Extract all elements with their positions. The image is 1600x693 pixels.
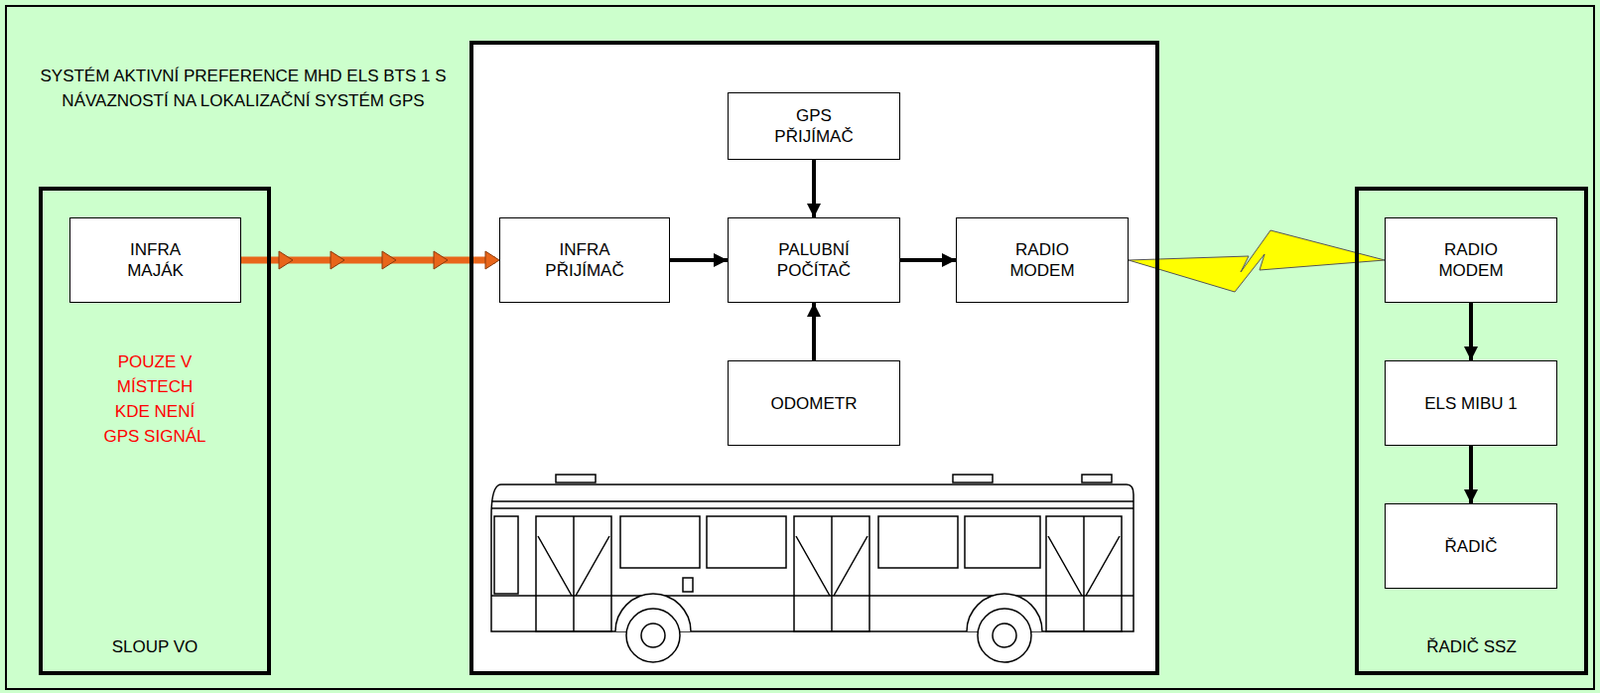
beam-chevron: [485, 251, 500, 269]
box-label: GPS PŘIJÍMAČ: [762, 105, 866, 147]
arrow-connector: [1468, 445, 1473, 504]
arrow-connector: [811, 302, 816, 361]
vehicle-panel-fill: [469, 40, 1160, 675]
connector-group: [813, 159, 815, 218]
computer-box: PALUBNÍ POČÍTAČ: [727, 217, 901, 303]
connector-group: [669, 260, 728, 262]
connector-group: [241, 251, 500, 269]
box-label: PALUBNÍ POČÍTAČ: [762, 239, 866, 281]
box-label: ŘADIČ: [1419, 535, 1523, 557]
box-label: INFRA MAJÁK: [104, 239, 208, 281]
connector-group: [813, 302, 815, 361]
beam-chevron: [433, 251, 448, 269]
connector-group: [1128, 230, 1385, 292]
box-label: INFRA PŘIJÍMAČ: [533, 239, 637, 281]
controller-panel: ŘADIČ SSZ RADIO MODEM ELS MIBU 1 ŘADIČ: [1354, 186, 1589, 675]
receiver-box: GPS PŘIJÍMAČ: [727, 92, 901, 160]
box-label: RADIO MODEM: [1419, 239, 1523, 281]
controller-box: ŘADIČ: [1384, 503, 1558, 589]
box-label: SLOUP VO: [55, 636, 255, 658]
warning-note: POUZE V MÍSTECH KDE NENÍ GPS SIGNÁL: [100, 349, 210, 449]
modem-box: RADIO MODEM: [1384, 217, 1558, 303]
connector-group: [1470, 445, 1472, 504]
beam-chevron: [382, 251, 397, 269]
box-label: RADIO MODEM: [990, 239, 1094, 281]
diagram-title: SYSTÉM AKTIVNÍ PREFERENCE MHD ELS BTS 1 …: [39, 63, 447, 114]
page-frame: [5, 5, 1595, 689]
arrow-connector: [811, 159, 816, 218]
lamp-post-panel: POUZE V MÍSTECH KDE NENÍ GPS SIGNÁL SLOUP…: [38, 186, 271, 675]
unit-box: ELS MIBU 1: [1384, 360, 1558, 446]
beacon-box: INFRA MAJÁK: [69, 217, 242, 303]
receiver-box: INFRA PŘIJÍMAČ: [499, 217, 670, 303]
connector-group: [900, 260, 956, 262]
odometer-box: ODOMETR: [727, 360, 901, 446]
arrow-connector: [669, 258, 728, 263]
beam-chevron: [278, 251, 293, 269]
bus-illustration: [491, 474, 1134, 663]
modem-box: RADIO MODEM: [955, 217, 1129, 303]
arrow-connector: [1468, 302, 1473, 361]
box-label: ŘADIČ SSZ: [1372, 636, 1572, 658]
box-label: ODOMETR: [762, 393, 866, 414]
beam-chevron: [330, 251, 345, 269]
connector-group: [1470, 302, 1472, 361]
arrow-connector: [900, 258, 956, 263]
radio-link: [1128, 230, 1385, 292]
box-label: ELS MIBU 1: [1419, 393, 1523, 414]
vehicle-panel: INFRA PŘIJÍMAČ GPS PŘIJÍMAČ PALUBNÍ POČÍTA…: [469, 40, 1160, 675]
